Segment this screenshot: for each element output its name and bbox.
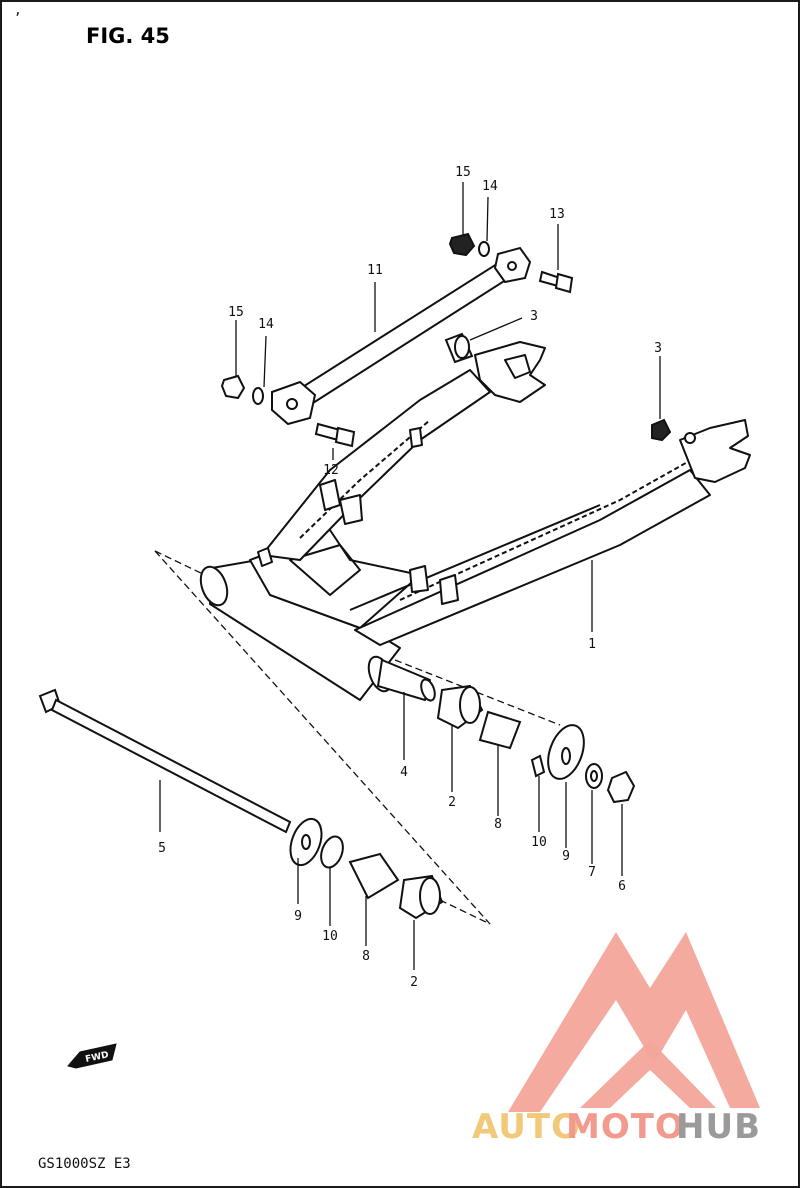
pivot-shaft-5 bbox=[38, 688, 292, 834]
left-side-parts bbox=[289, 817, 444, 920]
callout-9-left: 9 bbox=[294, 909, 302, 924]
callout-4: 4 bbox=[400, 765, 408, 780]
callout-5: 5 bbox=[158, 841, 166, 856]
callout-2-left: 2 bbox=[410, 975, 418, 990]
callout-10-right: 10 bbox=[531, 835, 547, 850]
callout-3-right: 3 bbox=[654, 341, 662, 356]
callout-6: 6 bbox=[618, 879, 626, 894]
nut-washer-lower bbox=[220, 374, 264, 405]
bolt-13 bbox=[538, 270, 574, 294]
bolt-12 bbox=[314, 422, 356, 448]
brand-hub: HUB bbox=[676, 1107, 761, 1147]
callout-8-right: 8 bbox=[494, 817, 502, 832]
automotohub-wordmark: AUTO MOTO HUB bbox=[472, 1107, 761, 1147]
callout-14-lower: 14 bbox=[258, 317, 274, 332]
swingarm bbox=[199, 341, 751, 702]
nut-washer-upper bbox=[448, 232, 490, 257]
leader-lines bbox=[159, 182, 661, 970]
callout-7: 7 bbox=[588, 865, 596, 880]
right-side-parts bbox=[436, 684, 636, 804]
callout-15-lower: 15 bbox=[228, 305, 244, 320]
callout-13: 13 bbox=[549, 207, 565, 222]
bushing-3-upper bbox=[444, 332, 474, 364]
callout-10-left: 10 bbox=[322, 929, 338, 944]
callout-1: 1 bbox=[588, 637, 596, 652]
bushing-3-right bbox=[651, 418, 672, 442]
callout-2-right: 2 bbox=[448, 795, 456, 810]
callouts: 1 2 2 3 3 4 5 6 7 8 8 9 9 10 10 11 12 13… bbox=[158, 165, 662, 990]
callout-3-upper: 3 bbox=[530, 309, 538, 324]
callout-15-upper: 15 bbox=[455, 165, 471, 180]
automotohub-logo-mark bbox=[508, 932, 760, 1112]
forward-label: FWD bbox=[85, 1050, 110, 1065]
torque-rod bbox=[271, 246, 532, 426]
callout-9-right: 9 bbox=[562, 849, 570, 864]
figure-title: FIG. 45 bbox=[86, 24, 170, 48]
callout-8-left: 8 bbox=[362, 949, 370, 964]
callout-11: 11 bbox=[367, 263, 383, 278]
brand-moto: MOTO bbox=[566, 1107, 685, 1147]
corner-mark: , bbox=[14, 3, 22, 18]
callout-14-upper: 14 bbox=[482, 179, 498, 194]
forward-arrow: FWD bbox=[67, 1043, 117, 1069]
brand-auto: AUTO bbox=[472, 1107, 581, 1147]
model-code: GS1000SZ E3 bbox=[38, 1156, 131, 1172]
callout-12: 12 bbox=[323, 463, 339, 478]
